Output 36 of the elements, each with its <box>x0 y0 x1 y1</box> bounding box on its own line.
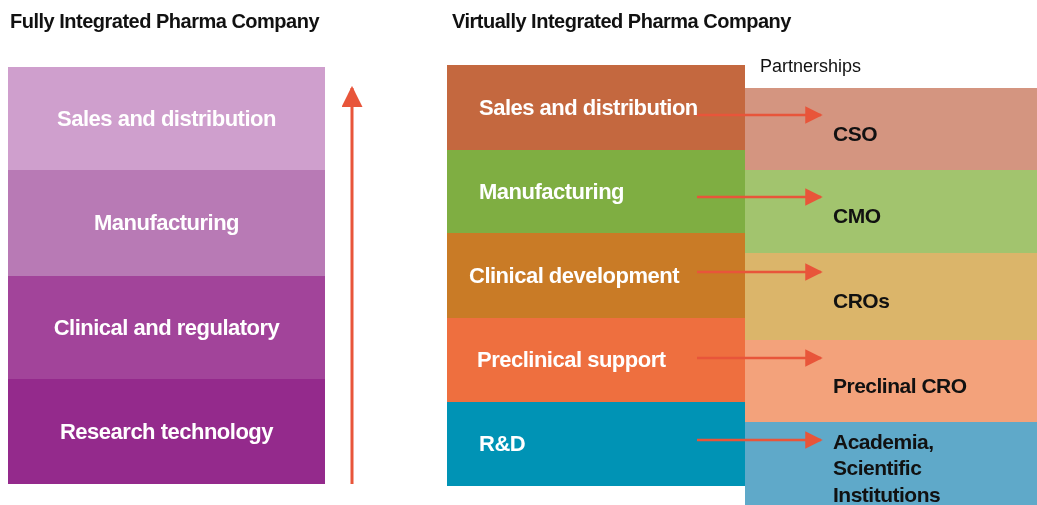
band-label: R&D <box>479 430 526 458</box>
function-band <box>447 65 745 150</box>
band-label: Research technology <box>60 417 273 446</box>
function-band <box>8 379 325 484</box>
band-label: Preclinical support <box>477 346 666 374</box>
function-band <box>8 276 325 379</box>
partner-band <box>745 340 1037 422</box>
band-label: CROs <box>833 288 890 315</box>
band-label: Academia, Scientific Institutions <box>833 429 942 505</box>
arrow <box>697 106 823 124</box>
function-band <box>8 67 325 170</box>
partner-band <box>745 422 1037 505</box>
function-band <box>8 170 325 276</box>
function-band <box>447 150 745 233</box>
band-label: Clinical and regulatory <box>53 313 280 342</box>
partner-band <box>745 253 1037 340</box>
partner-band <box>745 170 1037 253</box>
band-label: Preclinal CRO <box>833 372 967 399</box>
partner-band <box>745 88 1037 170</box>
group-heading: Partnerships <box>760 56 862 77</box>
band-label: CSO <box>833 120 877 147</box>
band-label: Sales and distribution <box>479 93 698 122</box>
arrow <box>697 349 823 367</box>
arrow <box>697 188 823 206</box>
function-band <box>447 233 745 318</box>
column-heading: Fully Integrated Pharma Company <box>10 10 319 33</box>
band-label: CMO <box>833 203 881 230</box>
function-band <box>447 318 745 402</box>
band-label: Manufacturing <box>479 177 625 206</box>
function-band <box>447 402 745 486</box>
band-label: Manufacturing <box>93 209 240 237</box>
band-label: Sales and distribution <box>57 104 276 133</box>
band-label: Clinical development <box>469 261 680 290</box>
column-heading: Virtually Integrated Pharma Company <box>452 10 791 33</box>
arrow <box>697 263 823 281</box>
arrow <box>697 431 823 449</box>
